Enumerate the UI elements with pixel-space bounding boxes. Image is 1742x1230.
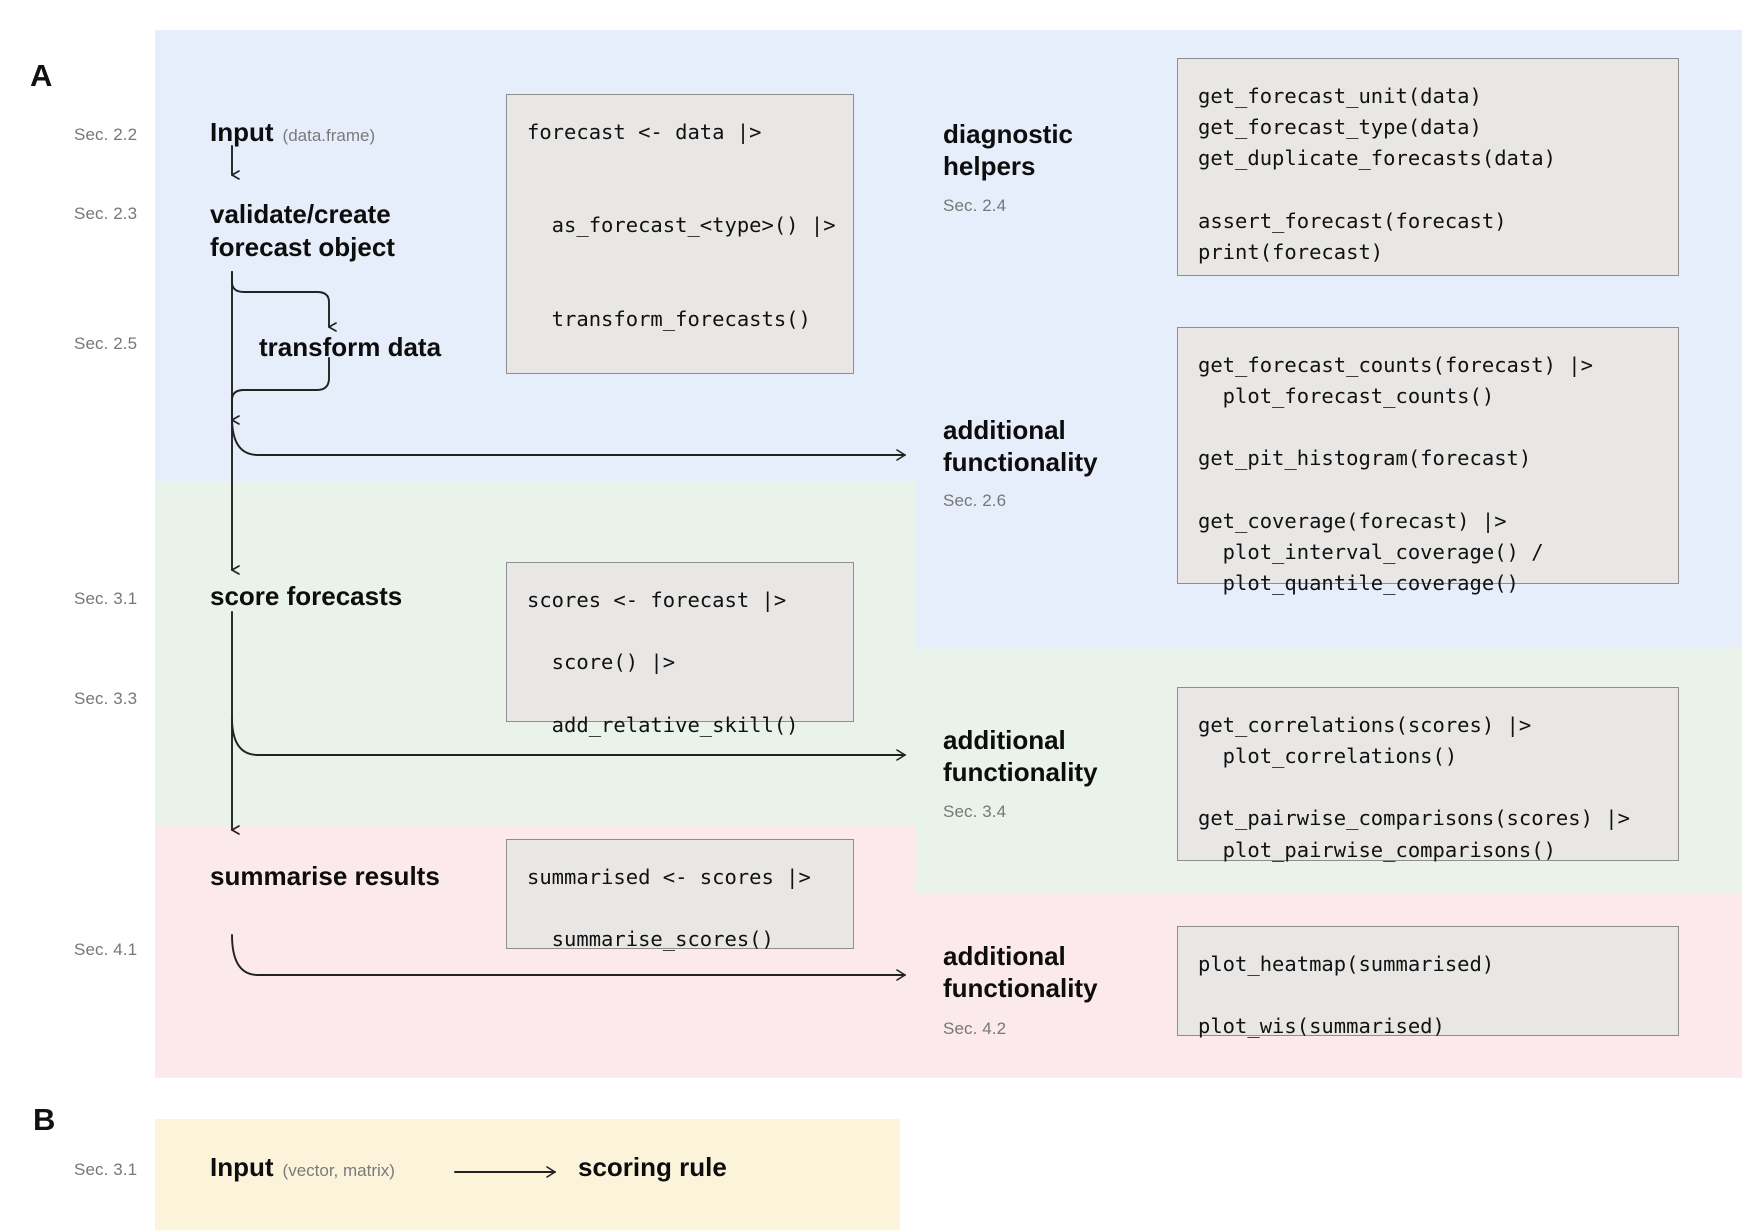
node-input: Input (data.frame) [210, 117, 375, 149]
node-input-sublabel: (data.frame) [282, 126, 376, 145]
branch-diagnostic-helpers: diagnostic helpers [943, 119, 1073, 183]
codebox-additional-42: plot_heatmap(summarised) plot_wis(summar… [1177, 926, 1679, 1038]
band-panel-b [155, 1119, 900, 1230]
node-validate-create-forecast: validate/create forecast object [210, 198, 395, 263]
sec-label-2-6: Sec. 2.6 [943, 491, 1007, 510]
sec-label-3-1: Sec. 3.1 [74, 589, 138, 608]
sec-label-b-3-1: Sec. 3.1 [74, 1160, 138, 1179]
panel-b-input-label: Input [210, 1152, 274, 1182]
sec-label-2-5: Sec. 2.5 [74, 334, 138, 353]
node-summarise-results: summarise results [210, 861, 440, 891]
sec-label-4-2: Sec. 4.2 [943, 1019, 1007, 1038]
branch-additional-26-line2: functionality [943, 446, 1098, 477]
branch-additional-26-line1: additional [943, 415, 1066, 445]
panel-b-input-sublabel: (vector, matrix) [282, 1161, 395, 1180]
codebox-forecast-pipeline: forecast <- data |> as_forecast_<type>()… [506, 94, 854, 374]
branch-additional-functionality-26: additional functionality [943, 415, 1098, 479]
branch-additional-42-line1: additional [943, 941, 1066, 971]
branch-diagnostic-line1: diagnostic [943, 119, 1074, 149]
branch-diagnostic-line2: helpers [943, 150, 1036, 181]
panel-b-node-scoring-rule: scoring rule [578, 1152, 727, 1182]
branch-additional-functionality-34: additional functionality [943, 725, 1098, 789]
panel-b-node-input: Input (vector, matrix) [210, 1152, 395, 1184]
codebox-summarise-pipeline: summarised <- scores |> summarise_scores… [506, 839, 854, 951]
sec-label-2-3: Sec. 2.3 [74, 204, 138, 223]
branch-additional-42-line2: functionality [943, 972, 1098, 1003]
node-transform-data: transform data [259, 332, 442, 362]
sec-label-3-4: Sec. 3.4 [943, 802, 1007, 821]
codebox-score-pipeline: scores <- forecast |> score() |> add_rel… [506, 562, 854, 737]
node-validate-line1: validate/create [210, 199, 391, 229]
panel-b-letter: B [33, 1102, 56, 1137]
panel-a-letter: A [30, 58, 53, 93]
node-validate-line2: forecast object [210, 231, 395, 262]
codebox-diagnostic-helpers: get_forecast_unit(data) get_forecast_typ… [1177, 58, 1679, 276]
sec-label-3-3: Sec. 3.3 [74, 689, 138, 708]
sec-label-2-4: Sec. 2.4 [943, 196, 1007, 215]
node-input-label: Input [210, 117, 274, 147]
sec-label-2-2: Sec. 2.2 [74, 125, 138, 144]
sec-label-4-1: Sec. 4.1 [74, 940, 138, 959]
branch-additional-functionality-42: additional functionality [943, 941, 1098, 1005]
branch-additional-34-line1: additional [943, 725, 1066, 755]
branch-additional-34-line2: functionality [943, 756, 1098, 787]
codebox-additional-26: get_forecast_counts(forecast) |> plot_fo… [1177, 327, 1679, 595]
codebox-additional-34: get_correlations(scores) |> plot_correla… [1177, 687, 1679, 862]
node-score-forecasts: score forecasts [210, 581, 403, 611]
